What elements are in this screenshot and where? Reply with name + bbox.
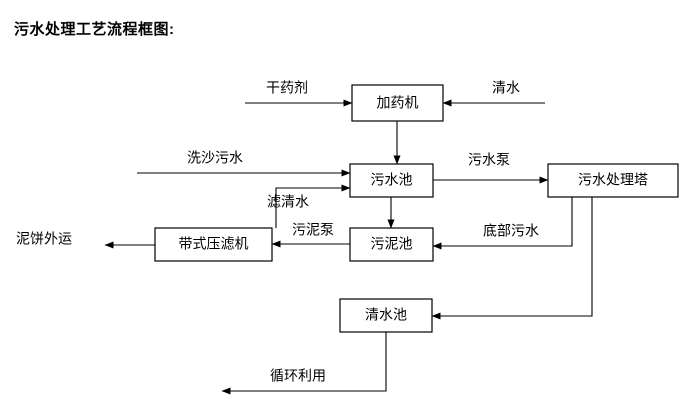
edge-label-clean-water: 清水 [492,80,520,96]
edge-filtered-clear-water-to-sewage-pool [275,184,351,228]
node-label-treatment-tower: 污水处理塔 [578,172,648,188]
node-sewage-pool[interactable]: 污水池 [349,163,434,198]
edge-treatment-tower-to-clear-water-pool [431,197,593,320]
node-label-sludge-pool: 污泥池 [371,236,413,252]
node-belt-filter-press[interactable]: 带式压滤机 [154,227,273,262]
node-clear-water-pool[interactable]: 清水池 [339,298,433,333]
node-label-sewage-pool: 污水池 [371,172,413,188]
edge-label-filtered-clear-water: 滤清水 [267,194,309,210]
node-sludge-pool[interactable]: 污泥池 [349,227,434,262]
edge-label-dry-chemical: 干药剂 [266,80,308,96]
edge-label-bottom-sewage: 底部污水 [483,223,539,239]
node-label-belt-filter-press: 带式压滤机 [179,236,249,252]
edge-label-sand-wash-sewage: 洗沙污水 [187,150,243,166]
edge-clear-water-pool-to-recycle-reuse [221,332,387,395]
terminal-label-mud-cake-out: 泥饼外运 [16,231,72,247]
node-label-clear-water-pool: 清水池 [365,307,407,323]
node-label-dosing-machine: 加药机 [377,95,419,111]
node-dosing-machine[interactable]: 加药机 [351,84,444,122]
edge-label-recycle-reuse: 循环利用 [270,368,326,384]
page-title: 污水处理工艺流程框图: [14,21,175,38]
edge-bottom-sewage-to-sludge-pool [432,197,573,250]
edge-label-sludge-pump: 污泥泵 [292,222,334,238]
node-treatment-tower[interactable]: 污水处理塔 [547,163,679,198]
edge-label-sewage-pump: 污水泵 [468,152,510,168]
